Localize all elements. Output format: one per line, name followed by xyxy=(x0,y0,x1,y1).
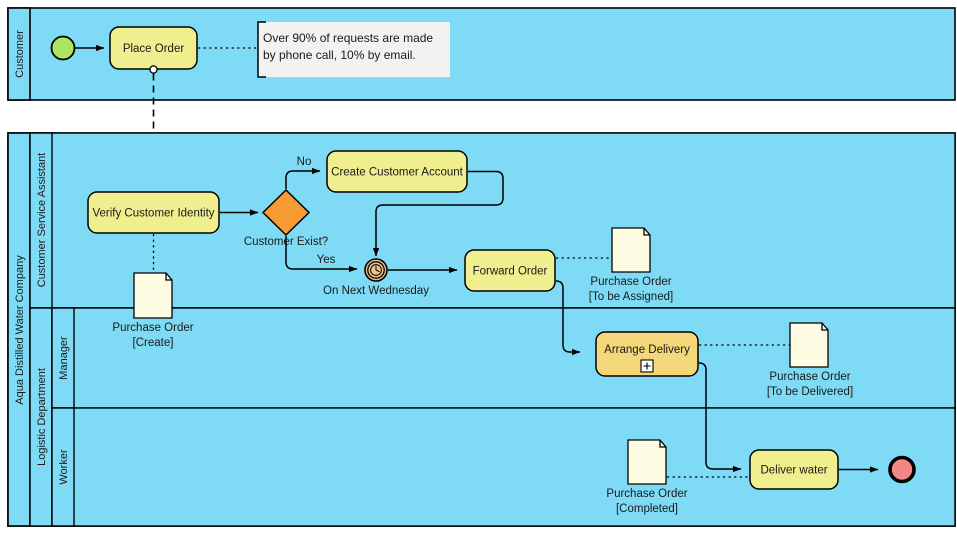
task-create-customer-account[interactable]: Create Customer Account xyxy=(326,150,468,193)
end-event[interactable] xyxy=(888,455,916,484)
message-flow-place-order-to-verify xyxy=(149,65,158,183)
pool-customer-label: Customer xyxy=(14,30,26,78)
data-object-purchase-order-completed[interactable]: Purchase Order [Completed] xyxy=(606,439,688,515)
lane-worker-header xyxy=(51,407,75,527)
data-object-completed-fold xyxy=(659,440,666,448)
task-place-order-label: Place Order xyxy=(123,43,185,55)
data-object-assigned-fold xyxy=(643,228,650,236)
message-flow-source-dot xyxy=(149,65,158,74)
annotation-requests-bracket xyxy=(257,21,266,78)
data-object-purchase-order-to-be-delivered[interactable]: Purchase Order [To be Delivered] xyxy=(767,322,853,398)
sequence-flow-arrange-delivery-to-deliver-water xyxy=(698,362,742,473)
data-object-assigned-name: Purchase Order xyxy=(590,276,671,288)
gateway-customer-exist-diamond xyxy=(261,188,311,237)
lane-logistic-label: Logistic Department xyxy=(36,368,48,466)
lane-worker-label: Worker xyxy=(58,449,70,485)
task-arrange-delivery-box xyxy=(595,331,699,377)
end-event-circle xyxy=(888,455,916,484)
timer-clock-face xyxy=(370,264,382,276)
timer-event-label: On Next Wednesday xyxy=(323,285,429,297)
data-object-delivered-fold xyxy=(821,323,828,331)
task-verify-customer-identity[interactable]: Verify Customer Identity xyxy=(87,191,220,234)
data-object-delivered-shape xyxy=(789,322,829,368)
task-create-account-box xyxy=(326,150,468,193)
gateway-customer-exist[interactable]: Customer Exist? xyxy=(244,188,328,248)
task-deliver-water-box xyxy=(749,449,839,490)
sequence-flow-create-account-to-timer xyxy=(372,170,504,257)
sequence-flow-label-yes: Yes xyxy=(317,254,336,266)
sequence-flow-gateway-no xyxy=(285,167,321,189)
sequence-flow-forward-order-to-arrange-delivery xyxy=(555,280,581,356)
task-verify-identity-box xyxy=(87,191,220,234)
intermediate-timer-event[interactable]: On Next Wednesday xyxy=(323,258,429,297)
data-object-assigned-shape xyxy=(611,227,651,273)
lane-csa-label: Customer Service Assistant xyxy=(36,153,48,288)
task-forward-order-label: Forward Order xyxy=(473,266,548,278)
annotation-requests-line2: by phone call, 10% by email. xyxy=(263,48,416,62)
data-object-purchase-order-create[interactable]: Purchase Order [Create] xyxy=(112,272,194,349)
task-verify-identity-label: Verify Customer Identity xyxy=(92,208,214,220)
task-arrange-delivery[interactable]: Arrange Delivery xyxy=(595,331,699,377)
data-object-create-name: Purchase Order xyxy=(112,322,193,334)
annotation-requests-line1: Over 90% of requests are made xyxy=(263,31,433,45)
sub-process-plus-icon xyxy=(640,359,654,373)
task-create-account-label: Create Customer Account xyxy=(331,167,463,179)
data-object-assigned-state: [To be Assigned] xyxy=(589,291,673,303)
task-arrange-delivery-label: Arrange Delivery xyxy=(604,344,690,356)
sequence-flow-gateway-yes xyxy=(285,236,358,273)
data-object-delivered-name: Purchase Order xyxy=(769,371,850,383)
pool-customer-header xyxy=(7,7,31,101)
sequence-flow-label-no: No xyxy=(297,156,312,168)
pool-company-label: Aqua Distilled Water Company xyxy=(14,255,26,405)
data-object-create-fold xyxy=(165,273,172,281)
data-object-create-state: [Create] xyxy=(133,337,174,349)
task-place-order[interactable]: Place Order xyxy=(109,26,198,70)
data-object-delivered-state: [To be Delivered] xyxy=(767,386,853,398)
lane-manager-label: Manager xyxy=(58,336,70,380)
task-deliver-water-label: Deliver water xyxy=(760,465,827,477)
start-event-circle xyxy=(50,35,76,61)
annotation-requests-body xyxy=(258,22,450,77)
task-forward-order[interactable]: Forward Order xyxy=(464,249,556,292)
annotation-requests[interactable]: Over 90% of requests are made by phone c… xyxy=(257,21,450,78)
data-object-completed-shape xyxy=(627,439,667,485)
task-deliver-water[interactable]: Deliver water xyxy=(749,449,839,490)
timer-clock-hands-icon xyxy=(375,265,380,273)
task-forward-order-box xyxy=(464,249,556,292)
data-object-create-shape xyxy=(133,272,173,319)
start-event[interactable] xyxy=(50,35,76,61)
data-object-completed-name: Purchase Order xyxy=(606,488,687,500)
data-object-purchase-order-to-be-assigned[interactable]: Purchase Order [To be Assigned] xyxy=(589,227,673,303)
data-object-completed-state: [Completed] xyxy=(616,503,678,515)
